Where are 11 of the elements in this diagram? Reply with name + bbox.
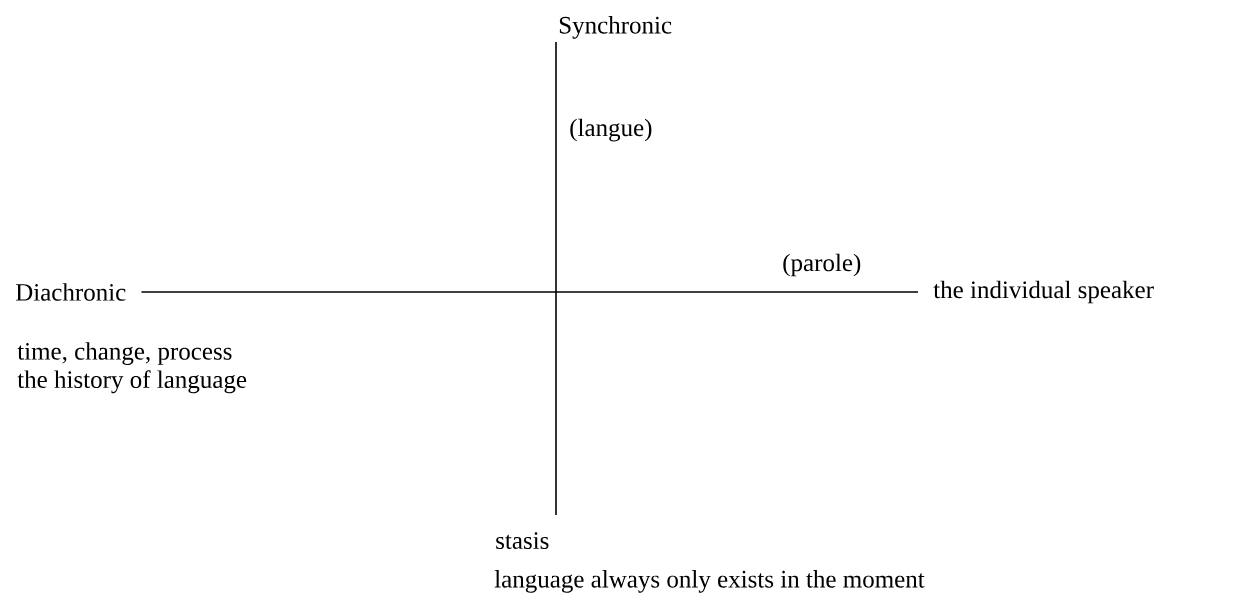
axis-label: (parole) <box>783 253 861 277</box>
axis-label: the individual speaker <box>933 280 1154 304</box>
axis-label: Synchronic <box>559 16 672 39</box>
description-text: time, change, process <box>17 342 232 365</box>
axis-line <box>555 41 557 516</box>
description-text: the history of language <box>17 370 247 394</box>
axis-label: (langue) <box>570 118 652 142</box>
axis-label: stasis <box>496 532 549 549</box>
description-text: language always only exists in the moment <box>494 570 925 593</box>
axis-line <box>140 291 919 293</box>
axis-label: Diachronic <box>15 283 126 301</box>
